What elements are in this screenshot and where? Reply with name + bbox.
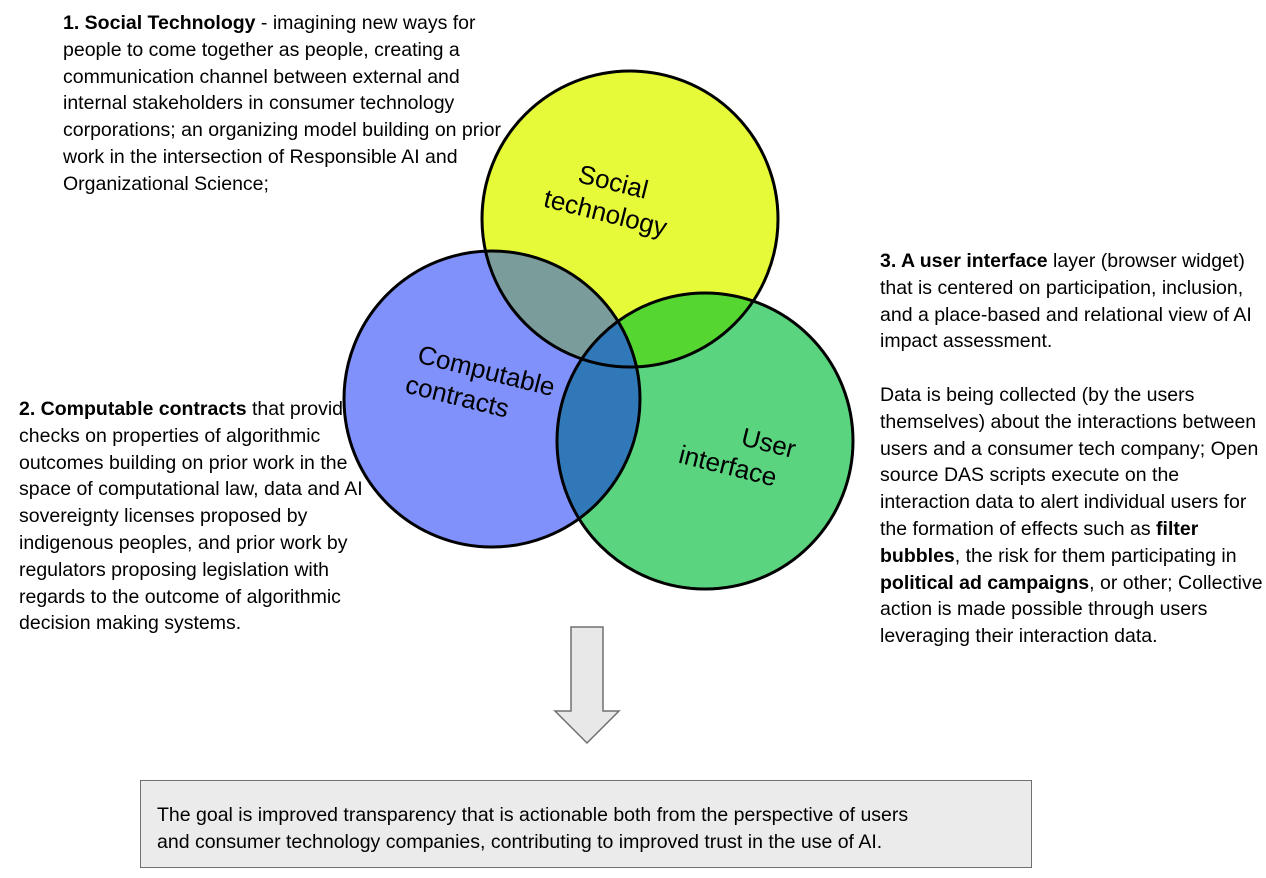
contracts-circle-outline (342, 249, 642, 549)
computable-contracts-body: that provide checks on properties of alg… (19, 398, 363, 635)
data-collection-text-2: , the risk for them participating in (954, 544, 1237, 567)
down-arrow-icon (553, 626, 621, 745)
ui-circle-outline (555, 291, 855, 591)
computable-contracts-description: 2. Computable contracts that provide che… (19, 396, 379, 637)
user-interface-body: layer (browser widget) that is centered … (880, 250, 1252, 353)
goal-statement-line-1: The goal is improved transparency that i… (157, 804, 909, 826)
user-interface-paragraph: 3. A user interface layer (browser widge… (880, 248, 1264, 355)
political-ad-campaigns-term: political ad campaigns (880, 571, 1090, 594)
social-contracts-overlap (482, 251, 640, 367)
data-collection-text-1: Data is being collected (by the users th… (880, 383, 1259, 540)
user-interface-heading: 3. A user interface (880, 250, 1048, 272)
social-technology-body: - imagining new ways for people to come … (63, 12, 501, 195)
social-circle-outline (480, 69, 780, 369)
data-collection-text-3: , or other; Collective action is made po… (880, 571, 1263, 648)
data-collection-paragraph: Data is being collected (by the users th… (880, 382, 1264, 650)
social-technology-description: 1. Social Technology - imagining new way… (63, 10, 503, 198)
user-interface-description: 3. A user interface layer (browser widge… (880, 248, 1264, 650)
filter-bubbles-term: filter bubbles (880, 517, 1199, 567)
computable-contracts-heading: 2. Computable contracts (19, 398, 247, 420)
goal-statement-line-2: and consumer technology companies, contr… (157, 830, 883, 853)
social-technology-heading: 1. Social Technology (63, 12, 256, 34)
goal-statement-box: The goal is improved transparency that i… (140, 780, 1032, 868)
